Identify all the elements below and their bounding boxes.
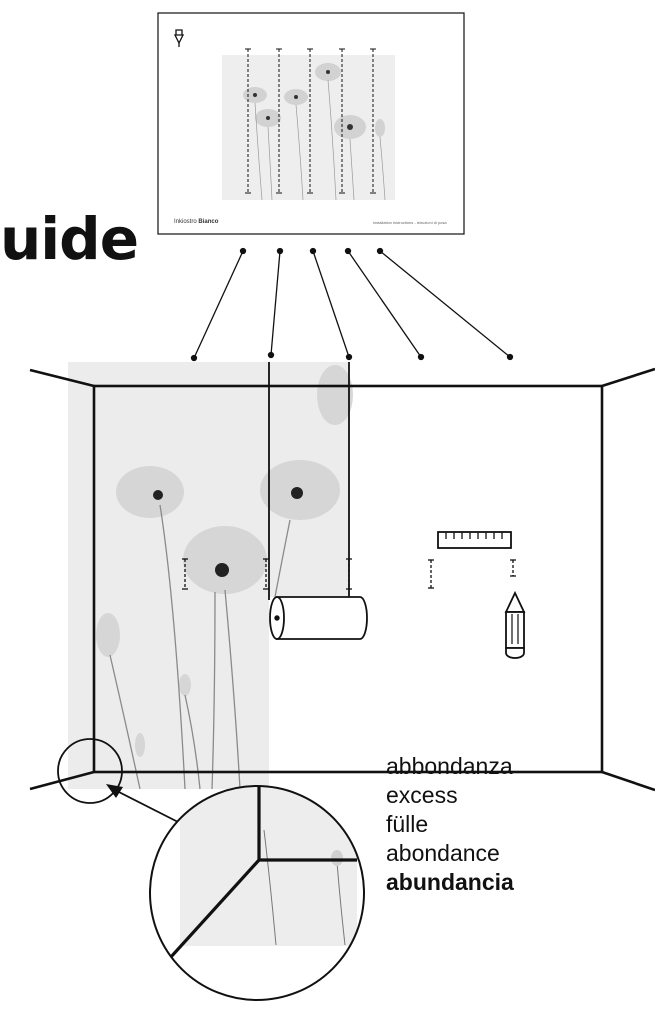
- ruler-icon: [438, 532, 511, 548]
- language-item-de: fülle: [386, 810, 514, 839]
- sheet-note: installation instructions - istruzioni d…: [373, 220, 447, 225]
- pencil-icon: [506, 593, 524, 658]
- brand-name: Inkiostro: [174, 219, 197, 225]
- applied-wallpaper: [68, 362, 353, 789]
- instruction-sheet: [158, 13, 464, 234]
- language-item-fr: abondance: [386, 839, 514, 868]
- strip-connectors: [192, 249, 513, 361]
- collection-name: Bianco: [198, 219, 218, 225]
- language-item-en: excess: [386, 781, 514, 810]
- sheet-brand: Inkiostro Bianco: [174, 219, 218, 225]
- page-title: uide: [0, 210, 138, 268]
- corner-magnifier: [150, 786, 364, 1000]
- paste-roller-icon: [270, 597, 367, 639]
- language-list: abbondanza excess fülle abondance abunda…: [386, 752, 514, 897]
- language-item-es: abundancia: [386, 868, 514, 897]
- language-item-it: abbondanza: [386, 752, 514, 781]
